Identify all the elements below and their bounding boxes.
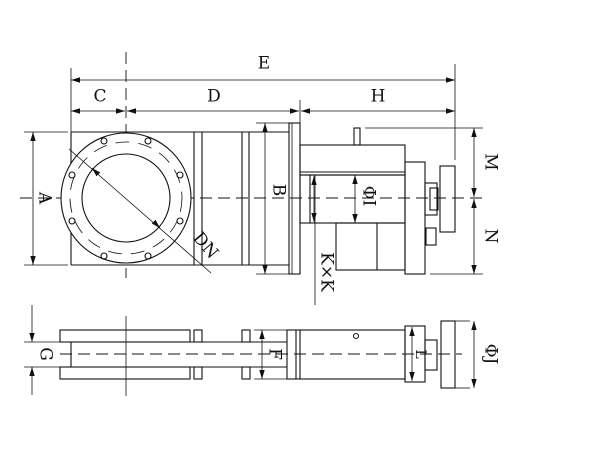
handwheel [439, 165, 456, 233]
label-g: G [36, 347, 56, 361]
actuator-end [404, 161, 456, 275]
label-n: N [481, 229, 501, 244]
bolt-holes [68, 137, 184, 260]
flange [60, 132, 192, 264]
label-b: B [269, 184, 289, 197]
label-phi-i: ΦI [359, 186, 379, 207]
top-view: G F L ΦJ [24, 305, 501, 396]
label-m: M [481, 153, 501, 170]
label-kxk: K×K [317, 252, 337, 292]
cylinder-top [286, 329, 406, 380]
label-l: L [412, 349, 428, 358]
body-plate-lower [59, 366, 191, 380]
air-nipple [353, 127, 361, 146]
bonnet-plate [288, 122, 301, 275]
label-a: A [35, 191, 55, 205]
bolt [425, 227, 437, 246]
handwheel-top [440, 320, 456, 389]
body-plate-upper [59, 329, 191, 343]
label-h: H [371, 87, 386, 107]
label-d: D [207, 87, 221, 107]
cylinder [299, 127, 406, 271]
label-phi-j: ΦJ [481, 344, 501, 365]
label-f: F [265, 348, 285, 360]
label-c: C [93, 87, 106, 107]
front-view: E C D H A B DN ΦI K×K [20, 52, 501, 305]
label-e: E [258, 54, 270, 74]
